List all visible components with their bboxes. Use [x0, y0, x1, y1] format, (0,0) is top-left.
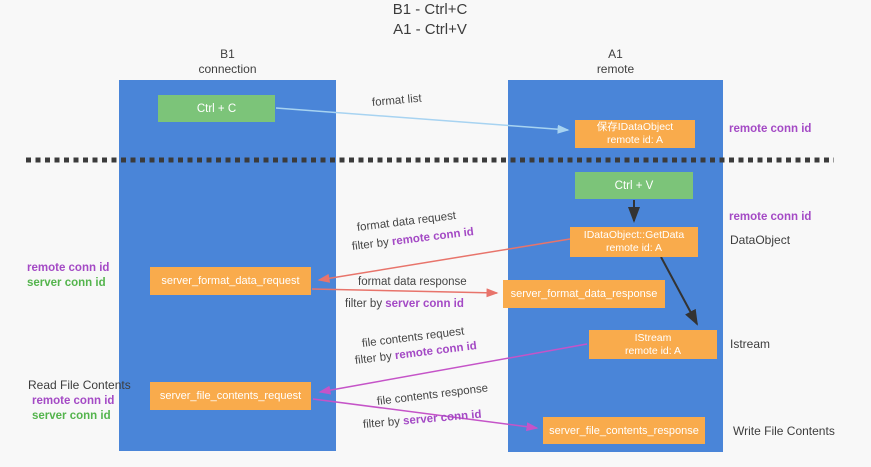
- node-istream-line1: IStream: [634, 331, 672, 344]
- label-read-file-contents: Read File Contents: [28, 378, 131, 392]
- node-format-response-label: server_format_data_response: [510, 288, 658, 300]
- lane-header-b1: B1 connection: [119, 47, 336, 77]
- server-conn-id-text: server conn id: [402, 408, 482, 428]
- label-format-data-response: format data response: [358, 276, 467, 288]
- title-line-2: A1 - Ctrl+V: [393, 21, 467, 38]
- node-ctrl-v: Ctrl + V: [575, 172, 693, 199]
- node-istream: IStream remote id: A: [589, 330, 717, 359]
- node-file-request-label: server_file_contents_request: [159, 390, 302, 402]
- lane-a1-name: A1: [608, 47, 623, 61]
- node-file-response-label: server_file_contents_response: [549, 424, 699, 437]
- label-left-server-conn-id-mid: server conn id: [27, 277, 106, 289]
- lane-b1-role: connection: [198, 62, 257, 76]
- lane-header-a1: A1 remote: [508, 47, 723, 77]
- label-dataobject: DataObject: [730, 233, 791, 247]
- node-save-idataobject: 保存IDataObject remote id: A: [575, 120, 695, 148]
- title-line-1: B1 - Ctrl+C: [392, 1, 468, 18]
- filter-by-text: filter by: [362, 415, 404, 431]
- label-right-remote-conn-id-mid: remote conn id: [729, 211, 812, 223]
- node-save-idataobject-line1: 保存IDataObject: [596, 121, 674, 133]
- node-server-format-data-response: server_format_data_response: [503, 280, 665, 308]
- filter-by-text: filter by: [345, 298, 386, 310]
- node-ctrl-v-label: Ctrl + V: [614, 179, 654, 192]
- lane-b1-name: B1: [220, 47, 235, 61]
- node-server-format-data-request: server_format_data_request: [150, 267, 311, 295]
- node-format-request-label: server_format_data_request: [161, 275, 300, 287]
- label-right-remote-conn-id-top: remote conn id: [729, 123, 812, 135]
- node-getdata-line2: remote id: A: [605, 242, 663, 254]
- node-save-idataobject-line2: remote id: A: [606, 134, 664, 146]
- filter-by-text: filter by: [351, 236, 393, 253]
- remote-conn-id-text: remote conn id: [391, 226, 475, 249]
- label-format-list: format list: [371, 92, 423, 109]
- node-server-file-contents-response: server_file_contents_response: [543, 417, 705, 444]
- diagram-title: B1 - Ctrl+C A1 - Ctrl+V: [0, 0, 860, 40]
- label-left-remote-conn-id-bottom: remote conn id: [32, 395, 115, 407]
- node-istream-line2: remote id: A: [624, 344, 682, 357]
- label-left-remote-conn-id-mid: remote conn id: [27, 262, 110, 274]
- node-server-file-contents-request: server_file_contents_request: [150, 382, 311, 410]
- filter-by-text: filter by: [354, 350, 396, 367]
- node-ctrl-c-label: Ctrl + C: [196, 102, 237, 115]
- label-write-file-contents: Write File Contents: [733, 424, 835, 438]
- label-left-server-conn-id-bottom: server conn id: [32, 410, 111, 422]
- label-filter-file-response: filter by server conn id: [362, 409, 481, 431]
- lane-a1-role: remote: [596, 62, 635, 76]
- label-filter-format-response: filter by server conn id: [345, 298, 464, 310]
- node-idataobject-getdata: IDataObject::GetData remote id: A: [570, 227, 698, 257]
- label-istream: Istream: [730, 337, 771, 351]
- label-file-contents-response: file contents response: [376, 382, 489, 408]
- server-conn-id-text: server conn id: [385, 298, 464, 310]
- node-getdata-line1: IDataObject::GetData: [583, 229, 685, 241]
- arrow-format-data-response: [311, 288, 499, 298]
- node-ctrl-c: Ctrl + C: [158, 95, 275, 122]
